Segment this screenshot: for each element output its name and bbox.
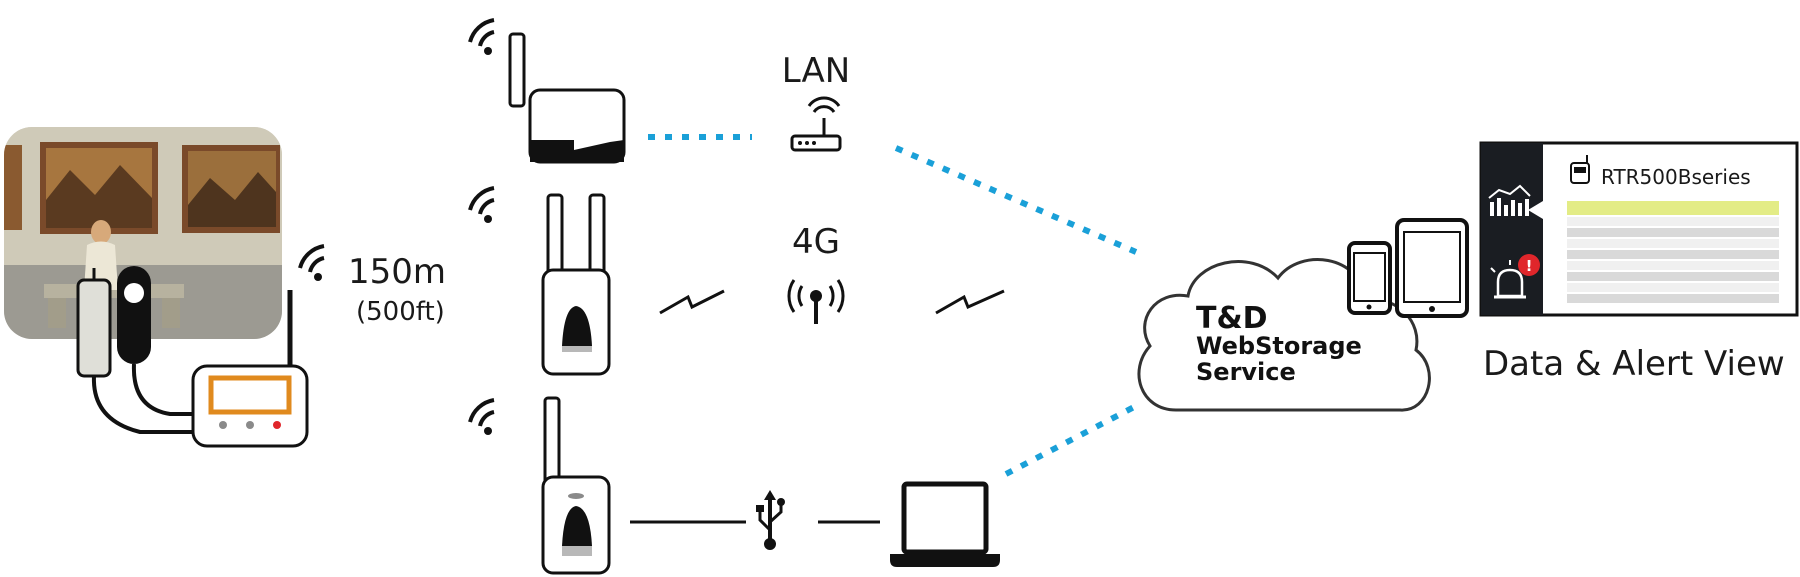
wireless-link-icon xyxy=(659,289,725,315)
laptop-icon xyxy=(890,481,1000,567)
museum-photo xyxy=(4,127,282,339)
range-distance: 150m xyxy=(348,252,446,292)
dashboard-caption: Data & Alert View xyxy=(1483,344,1785,384)
data-table xyxy=(1567,201,1779,303)
series-title: RTR500Bseries xyxy=(1601,165,1751,189)
chart-icon[interactable] xyxy=(1488,184,1531,216)
cloud-subtitle: WebStorage xyxy=(1196,332,1362,360)
cell-tower-icon xyxy=(787,279,845,324)
usb-base-unit xyxy=(468,396,611,575)
logger-device-icon xyxy=(1570,155,1590,184)
wireless-link-icon xyxy=(935,289,1005,315)
usb-icon xyxy=(756,490,785,550)
tablet-icon xyxy=(1395,218,1469,318)
smartphone-icon xyxy=(1347,241,1392,315)
range-label: 150m (500ft) xyxy=(348,252,446,327)
range-distance-imperial: (500ft) xyxy=(356,297,445,327)
sensor-probes xyxy=(76,266,196,434)
cellular-label: 4G xyxy=(792,222,840,262)
alarm-icon[interactable]: ! xyxy=(1490,254,1540,299)
cloud-subtitle-2: Service xyxy=(1196,358,1296,386)
data-logger-icon xyxy=(191,290,309,448)
cloud-title: T&D xyxy=(1196,301,1268,336)
router-icon xyxy=(790,96,842,152)
dashboard-panel: ! RTR500Bseries xyxy=(1479,141,1799,317)
dashboard-sidebar xyxy=(1481,143,1543,315)
wifi-signal-icon xyxy=(468,18,495,55)
laptop-to-cloud-link xyxy=(1004,403,1138,477)
lan-to-cloud-link xyxy=(894,145,1138,255)
lan-label: LAN xyxy=(782,51,850,91)
lan-base-unit xyxy=(468,18,626,164)
cellular-base-unit xyxy=(468,186,611,376)
wifi-signal-icon xyxy=(468,398,495,435)
svg-text:!: ! xyxy=(1526,257,1533,275)
wifi-signal-icon xyxy=(298,244,325,281)
wifi-signal-icon xyxy=(468,186,495,223)
